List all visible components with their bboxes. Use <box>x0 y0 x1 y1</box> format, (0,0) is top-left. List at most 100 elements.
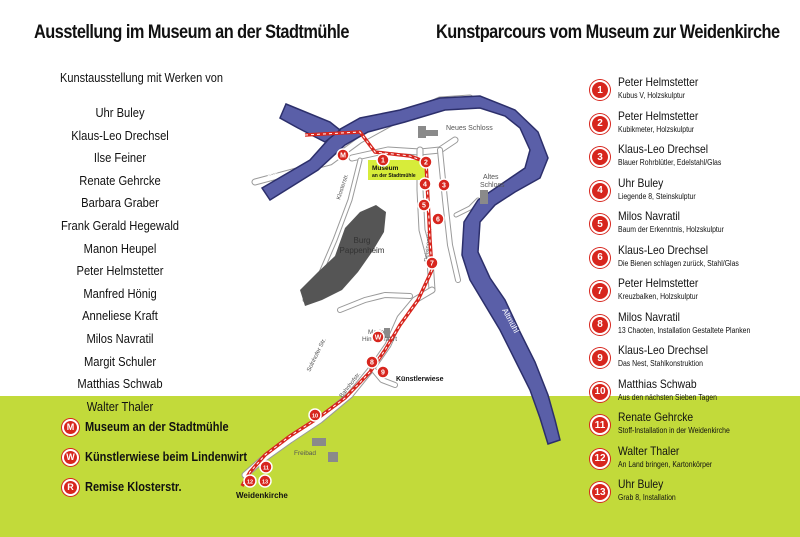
exhibition-title: Ausstellung im Museum an der Stadtmühle <box>34 22 349 43</box>
map-marker-circle <box>365 355 379 369</box>
map-marker: 10 <box>308 408 322 422</box>
station-badge: 5 <box>590 214 610 234</box>
map-marker: 7 <box>425 256 439 270</box>
station-badge: 6 <box>590 247 610 268</box>
station-work: Die Bienen schlagen zurück, Stahl/Glas <box>618 258 739 268</box>
buildings <box>312 126 488 462</box>
map-marker-circle <box>437 178 451 192</box>
artist-item: Anneliese Kraft <box>82 308 158 324</box>
station-artist: Milos Navratil <box>618 209 680 223</box>
artist-item: Ilse Feiner <box>93 150 147 166</box>
station-artist: Peter Helmstetter <box>618 108 699 123</box>
station-work: Aus den nächsten Sieben Tagen <box>618 392 717 402</box>
station-badge: 9 <box>590 348 610 368</box>
label-neues-schloss: Neues Schloss <box>446 125 493 132</box>
map-marker-circle <box>431 212 445 226</box>
station-badge: 2 <box>590 113 610 134</box>
station-artist: Klaus-Leo Drechsel <box>618 142 709 156</box>
station-badge: 10 <box>590 381 610 402</box>
map-marker-circle <box>243 474 257 488</box>
station-artist: Klaus-Leo Drechsel <box>618 343 709 357</box>
location-label: Künstlerwiese beim Lindenwirt <box>85 450 247 464</box>
map-marker: W <box>371 330 385 344</box>
green-band <box>0 396 800 537</box>
station-work: Liegende 8, Steinskulptur <box>618 191 696 201</box>
map-marker-circle <box>419 155 433 169</box>
map-marker: 4 <box>418 177 432 191</box>
map-marker: 11 <box>259 460 273 474</box>
station-work: Grab 8, Installation <box>618 493 676 502</box>
station-badge: 8 <box>590 314 610 335</box>
map-marker: 5 <box>417 198 431 212</box>
map-marker: 13 <box>258 474 272 488</box>
map-marker-circle <box>371 330 385 344</box>
station-badge: 7 <box>590 281 610 301</box>
artist-item: Matthias Schwab <box>77 376 163 392</box>
station-artist: Klaus-Leo Drechsel <box>618 242 709 257</box>
map-marker: 12 <box>243 474 257 488</box>
map-marker: 3 <box>437 178 451 192</box>
map-marker-circle <box>376 153 390 167</box>
location-badge: W <box>62 448 79 466</box>
label-burg: Burg <box>354 236 371 245</box>
map-marker-circle <box>376 365 390 379</box>
streets <box>241 94 481 479</box>
map-marker: 8 <box>365 355 379 369</box>
map-marker: M <box>336 148 350 162</box>
building-neues-schloss-wing <box>424 130 438 136</box>
station-artist: Peter Helmstetter <box>618 276 699 290</box>
label-freibad: Freibad <box>294 450 316 457</box>
map-marker-circle <box>425 256 439 270</box>
label-weidenkirche: Weidenkirche <box>236 491 288 500</box>
label-pappenheim: Pappenheim <box>340 246 385 255</box>
artist-item: Frank Gerald Hegewald <box>60 217 180 233</box>
map-marker-label: 9 <box>381 370 385 377</box>
artist-item: Klaus-Leo Drechsel <box>71 127 169 143</box>
station-badge: 13 <box>590 482 610 502</box>
station-work: Stoff-Installation in der Weidenkirche <box>618 426 730 435</box>
map-marker-label: 4 <box>423 182 427 189</box>
map-marker-label: 1 <box>381 158 385 165</box>
label-schloss: Schloss <box>480 182 505 189</box>
map-marker-circle <box>417 198 431 212</box>
parcours-title: Kunstparcours vom Museum zur Weidenkirch… <box>436 22 780 43</box>
castle-shape <box>300 205 386 306</box>
station-badge: 1 <box>590 80 610 100</box>
map-marker-label: 12 <box>247 480 253 486</box>
station-work: Kreuzbalken, Holzskulptur <box>618 292 698 301</box>
map-marker: 9 <box>376 365 390 379</box>
location-label: Museum an der Stadtmühle <box>85 420 229 434</box>
map-marker-circle <box>258 474 272 488</box>
artist-item: Barbara Graber <box>81 195 159 211</box>
station-artist: Milos Navratil <box>618 309 680 324</box>
station-artist: Walter Thaler <box>618 443 680 458</box>
map-marker-label: W <box>375 335 382 342</box>
map-marker-label: 8 <box>370 360 374 367</box>
station-badge: 3 <box>590 147 610 167</box>
map-marker: 2 <box>419 155 433 169</box>
map-marker-circle <box>418 177 432 191</box>
station-artist: Uhr Buley <box>618 175 664 190</box>
artist-item: Manfred Hönig <box>83 285 157 301</box>
label-kuenstlerwiese: Künstlerwiese <box>396 376 444 383</box>
artist-item: Milos Navratil <box>86 330 154 346</box>
map-marker: 1 <box>376 153 390 167</box>
station-artist: Matthias Schwab <box>618 376 697 391</box>
station-badge: 4 <box>590 180 610 201</box>
building-church <box>384 328 390 338</box>
map-marker-label: 10 <box>312 414 318 420</box>
label-klosterstr: Klosterstr. <box>336 173 350 201</box>
station-work: Kubus V, Holzskulptur <box>618 91 686 100</box>
